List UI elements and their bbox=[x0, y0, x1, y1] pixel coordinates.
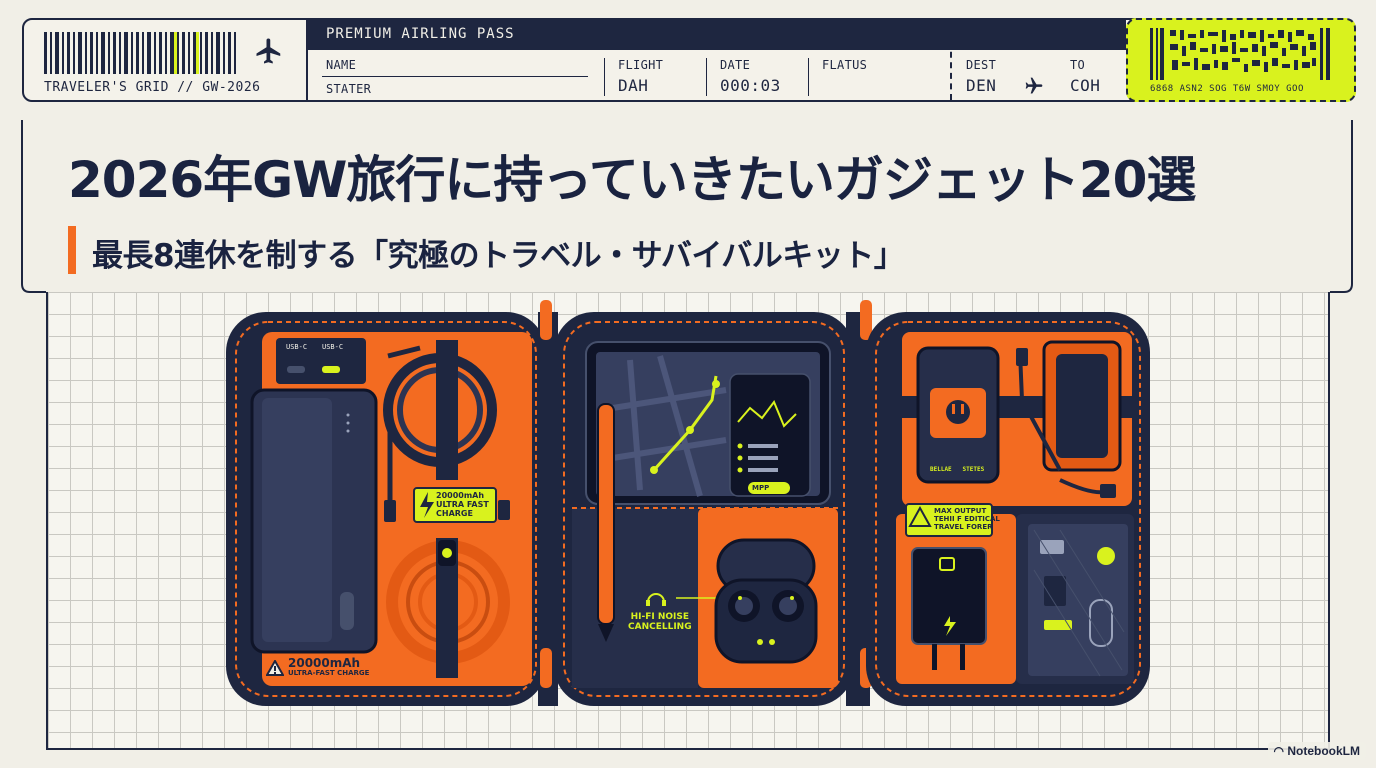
perforation bbox=[950, 20, 952, 100]
airplane-icon bbox=[1025, 77, 1043, 94]
pass-title: PREMIUM AIRLING PASS bbox=[326, 26, 515, 42]
status-label: FLATUS bbox=[822, 58, 868, 72]
qr-barcode-icon bbox=[1150, 28, 1330, 80]
charger-tag-line: TEHII F EDITICAL bbox=[934, 515, 1000, 523]
accent-bar bbox=[68, 226, 76, 274]
cable-tag-line: CHARGE bbox=[436, 509, 473, 518]
port-label: USB-C bbox=[322, 343, 344, 351]
cable-tag: 20000mAh ULTRA FAST CHARGE bbox=[436, 491, 489, 518]
dest-label: DEST bbox=[966, 58, 997, 72]
divider bbox=[604, 58, 605, 96]
kit-right-panel bbox=[866, 312, 1150, 706]
stub-codes: 6868 ASN2 SOG T6W SMOY GOO bbox=[1150, 84, 1304, 94]
earbuds-label: HI-FI NOISE CANCELLING bbox=[628, 612, 692, 632]
earbuds-label-line: HI-FI NOISE bbox=[630, 612, 689, 622]
barcode-left-icon bbox=[44, 32, 236, 74]
ticket-left-stub: TRAVELER'S GRID // GW-2026 bbox=[24, 20, 308, 100]
to-label: TO bbox=[1070, 58, 1086, 72]
charger-tag-line: MAX OUTPUT bbox=[934, 507, 987, 515]
flight-value: DAH bbox=[618, 76, 649, 95]
warning-icon bbox=[266, 659, 284, 676]
divider bbox=[808, 58, 809, 96]
name-label: NAME bbox=[326, 58, 357, 72]
date-label: DATE bbox=[720, 58, 751, 72]
battery-capacity: 20000mAh bbox=[288, 656, 361, 670]
notebooklm-brand: ◠ NotebookLM bbox=[1267, 742, 1366, 760]
boarding-pass-header: TRAVELER'S GRID // GW-2026 PREMIUM AIRLI… bbox=[22, 18, 1356, 102]
brand-label: NotebookLM bbox=[1287, 744, 1360, 758]
divider bbox=[706, 58, 707, 96]
airplane-icon bbox=[256, 38, 281, 64]
charger-tag-line: TRAVEL FORER bbox=[934, 523, 993, 531]
name-value: STATER bbox=[326, 82, 372, 96]
pass-title-band: PREMIUM AIRLING PASS bbox=[306, 20, 1126, 50]
cable-tag-line: 20000mAh bbox=[436, 491, 485, 500]
charger-tag: MAX OUTPUT TEHII F EDITICAL TRAVEL FORER bbox=[934, 507, 1000, 531]
kit-left-panel bbox=[226, 312, 546, 706]
dest-value: DEN bbox=[966, 76, 997, 95]
kit-middle-panel bbox=[554, 312, 854, 706]
ticket-right-stub: 6868 ASN2 SOG T6W SMOY GOO bbox=[1126, 18, 1356, 102]
battery-subtitle: ULTRA-FAST CHARGE bbox=[288, 669, 370, 677]
map-button: MPP bbox=[752, 484, 770, 492]
earbuds-label-line: CANCELLING bbox=[628, 622, 692, 632]
port-label: USB-C bbox=[286, 343, 308, 351]
page-subtitle: 最長8連休を制する「究極のトラベル・サバイバルキット」 bbox=[92, 238, 905, 274]
page-title: 2026年GW旅行に持っていきたいガジェット20選 bbox=[68, 151, 1196, 209]
adapter-labels: BELLAE STETES bbox=[930, 466, 985, 473]
flight-label: FLIGHT bbox=[618, 58, 664, 72]
notebooklm-logo-icon: ◠ bbox=[1273, 744, 1288, 758]
date-value: 000:03 bbox=[720, 76, 781, 95]
traveler-grid-label: TRAVELER'S GRID // GW-2026 bbox=[44, 80, 261, 95]
to-value: COH bbox=[1070, 76, 1101, 95]
name-underline bbox=[322, 76, 588, 77]
battery-badge: 20000mAh ULTRA-FAST CHARGE bbox=[266, 657, 369, 678]
cable-tag-line: ULTRA FAST bbox=[436, 500, 489, 509]
